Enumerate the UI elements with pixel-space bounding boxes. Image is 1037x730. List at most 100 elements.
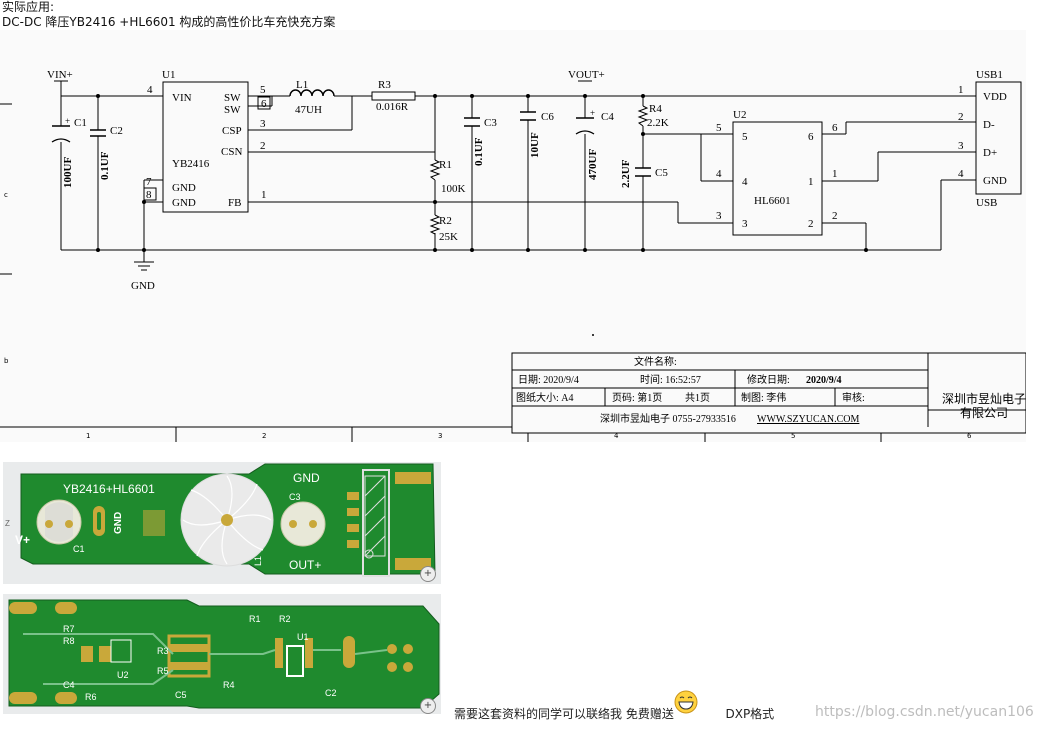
border-number: 1 — [86, 432, 90, 440]
resistor-r1 — [429, 159, 441, 181]
ground-symbol — [134, 261, 154, 271]
pcb-gnd-label: GND — [293, 471, 320, 485]
pin-number: 1 — [958, 84, 964, 96]
usb-connector-body — [975, 81, 1022, 195]
r1-ref: R1 — [439, 159, 452, 171]
r3-value: 0.016R — [376, 101, 409, 113]
u1-pin-sw: SW — [224, 104, 241, 116]
u1-pin-csp: CSP — [222, 125, 242, 137]
c4-ref: C4 — [601, 111, 614, 123]
note-format: DXP格式 — [725, 707, 775, 721]
pcb-c3-label: C3 — [289, 492, 301, 502]
tb-company-name-2: 有限公司 — [960, 406, 1008, 420]
pin-number: 3 — [260, 118, 266, 130]
usb-pin-gnd: GND — [983, 175, 1007, 187]
gnd-label: GND — [131, 280, 155, 292]
c3-footprint — [280, 501, 326, 547]
c3-ref: C3 — [484, 117, 497, 129]
pcb-r7-label: R7 — [63, 624, 75, 634]
grin-emoji-icon — [674, 690, 698, 714]
vout-label: VOUT+ — [568, 69, 605, 81]
tb-company-line: 深圳市昱灿电子 0755-27933516 — [600, 412, 736, 425]
pin-number: 1 — [832, 168, 838, 180]
pin-number: 3 — [958, 140, 964, 152]
pin-number: 8 — [146, 189, 152, 201]
resistor-r2 — [429, 214, 441, 235]
u2-ref: U2 — [733, 109, 746, 121]
header-line-2: DC-DC 降压YB2416 +HL6601 构成的高性价比车充快充方案 — [2, 15, 336, 29]
u1-name: YB2416 — [172, 158, 210, 170]
tb-time: 时间: 16:52:57 — [640, 373, 701, 386]
c2-value: 0.1UF — [99, 151, 111, 180]
u2-pin-number: 1 — [808, 176, 814, 188]
c1-ref: C1 — [74, 117, 87, 129]
tb-review: 审核: — [842, 391, 865, 404]
border-number: 6 — [967, 432, 972, 440]
c5-ref: C5 — [655, 167, 668, 179]
pcb-outplus-label: OUT+ — [289, 558, 321, 572]
r3-ref: R3 — [378, 79, 391, 91]
tb-page: 页码: 第1页 — [612, 391, 662, 404]
pin-number: 2 — [260, 140, 266, 152]
r2-value: 25K — [439, 231, 458, 243]
pcb-c5-label: C5 — [175, 690, 187, 700]
pcb-r6-label: R6 — [85, 692, 97, 702]
u1-pin-gnd: GND — [172, 197, 196, 209]
pin-number: 4 — [147, 84, 153, 96]
inductor-l1 — [289, 89, 335, 97]
u2-pin-number: 4 — [742, 176, 748, 188]
pin-number: 1 — [261, 189, 267, 201]
tb-mod-date: 2020/9/4 — [806, 375, 842, 386]
vin-label: VIN+ — [47, 69, 73, 81]
pcb-c1-label: C1 — [73, 544, 85, 554]
pcb-title: YB2416+HL6601 — [63, 482, 155, 496]
border-number: 3 — [438, 432, 442, 440]
pin-number: 6 — [261, 98, 267, 110]
tb-author: 制图: 李伟 — [741, 391, 786, 404]
usb-ref: USB1 — [976, 69, 1003, 81]
u2-pin-number: 6 — [808, 131, 814, 143]
c1-plus: + — [65, 116, 70, 126]
r1-value: 100K — [441, 183, 466, 195]
u1-ref: U1 — [162, 69, 175, 81]
c6-value: 10UF — [529, 132, 541, 158]
title-block — [511, 352, 1026, 434]
tb-total: 共1页 — [685, 392, 710, 404]
pad-row — [347, 492, 359, 548]
pin-number: 5 — [260, 84, 266, 96]
pin-number: 3 — [716, 210, 722, 222]
c4-plus: + — [590, 108, 595, 118]
schematic: c b 1 2 3 4 5 6 — [0, 30, 1026, 442]
tb-file-name: 文件名称: — [634, 355, 677, 368]
resistor-r3 — [371, 91, 416, 101]
l1-ref: L1 — [296, 79, 308, 91]
u2-pin-number: 5 — [742, 131, 748, 143]
pcb-u2-label: U2 — [117, 670, 129, 680]
tb-website: WWW.SZYUCAN.COM — [757, 414, 860, 425]
pin-number: 4 — [716, 168, 722, 180]
usb-pin-dp: D+ — [983, 147, 997, 159]
pcb-r4-label: R4 — [223, 680, 235, 690]
pin-number: 2 — [958, 111, 964, 123]
u2-pin-number: 2 — [808, 218, 814, 230]
pcb-c2-label: C2 — [325, 688, 337, 698]
c6-ref: C6 — [541, 111, 554, 123]
pcb-r2-label: R2 — [279, 614, 291, 624]
zoom-in-icon[interactable]: + — [420, 566, 436, 582]
u1-pin-csn: CSN — [221, 146, 242, 158]
pcb-u1-label: U1 — [297, 632, 309, 642]
pcb-l1-label: L1 — [253, 556, 263, 566]
zoom-in-icon[interactable]: + — [420, 698, 436, 714]
u1-pin-vin: VIN — [172, 92, 192, 104]
contact-note: 需要这套资料的同学可以联络我 免费赠送 DXP格式 — [454, 705, 774, 722]
border-letter-b: b — [4, 357, 9, 365]
pin-number: 2 — [832, 210, 838, 222]
border-number: 5 — [791, 432, 795, 440]
pcb-r5-label: R5 — [157, 666, 169, 676]
tb-mod-date-label: 修改日期: — [747, 373, 790, 386]
c3-value: 0.1UF — [473, 137, 485, 166]
usb-pin-dm: D- — [983, 119, 995, 131]
tb-date: 日期: 2020/9/4 — [518, 374, 579, 386]
u1-ic-body — [162, 81, 249, 213]
pcb-top-view: YB2416+HL6601 GND V+ OUT+ C1 C3 GND L1 Z — [3, 462, 441, 584]
